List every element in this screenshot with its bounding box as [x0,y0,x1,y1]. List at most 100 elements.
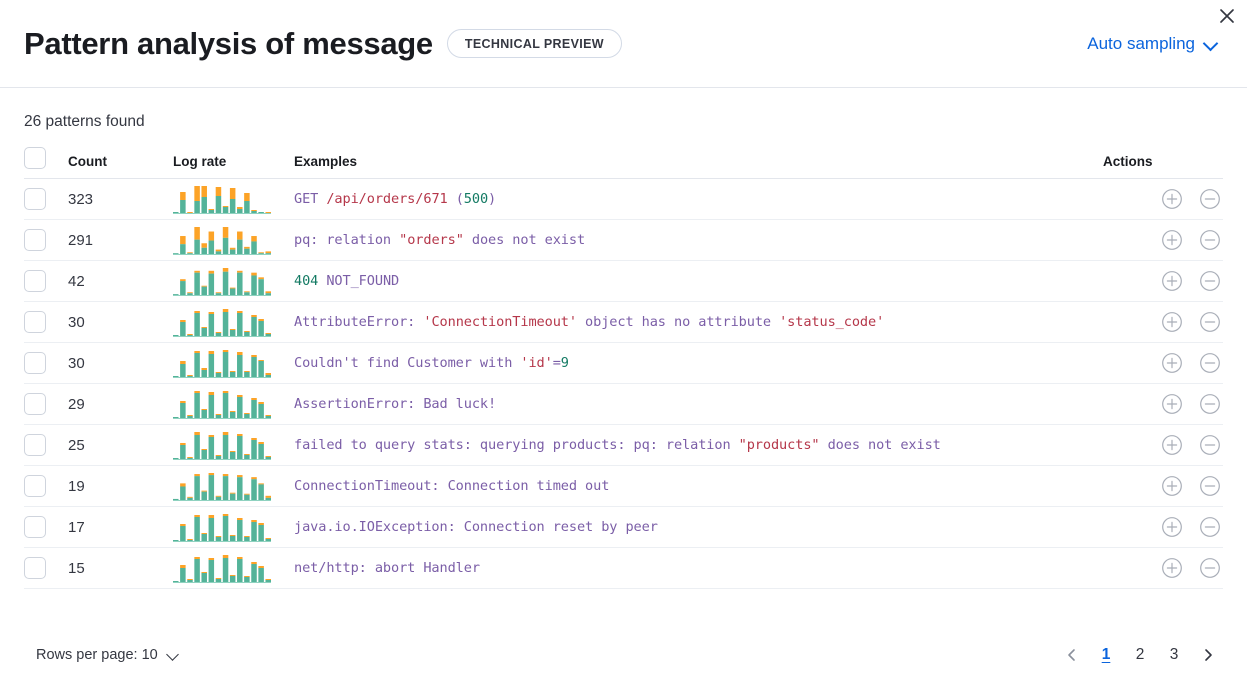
row-actions-cell [1103,465,1223,507]
example-token-string: "orders" [399,232,464,248]
example-token-text: ( [447,191,464,207]
minus-circle-icon[interactable] [1197,268,1223,294]
row-checkbox[interactable] [24,270,46,292]
plus-circle-icon[interactable] [1159,514,1185,540]
row-log-rate-cell [173,342,294,384]
minus-circle-icon[interactable] [1197,309,1223,335]
column-header-examples[interactable]: Examples [294,147,1103,179]
table-row[interactable]: 42 404 NOT_FOUND [24,260,1223,302]
minus-circle-icon[interactable] [1197,350,1223,376]
example-token-string: /api/orders/671 [326,191,448,207]
minus-circle-icon[interactable] [1197,514,1223,540]
plus-circle-icon[interactable] [1159,186,1185,212]
page-number-2[interactable]: 2 [1135,646,1145,663]
close-icon[interactable] [1213,2,1241,30]
pagination: 1 2 3 [1057,640,1223,670]
row-checkbox[interactable] [24,311,46,333]
select-all-header [24,147,68,179]
minus-circle-icon[interactable] [1197,555,1223,581]
sparkline-baseline [173,294,271,296]
example-token-text: AssertionError: Bad luck! [294,396,497,412]
table-row[interactable]: 19 ConnectionTimeout: Connection timed ou… [24,465,1223,507]
log-rate-sparkline [173,389,294,419]
chevron-left-icon[interactable] [1057,640,1087,670]
plus-circle-icon[interactable] [1159,350,1185,376]
plus-circle-icon[interactable] [1159,391,1185,417]
log-rate-sparkline [173,471,294,501]
rows-per-page-selector[interactable]: Rows per page: 10 [36,647,180,663]
row-count-cell: 15 [68,547,173,589]
sparkline-baseline [173,417,271,419]
row-actions-cell [1103,547,1223,589]
row-count-value: 30 [68,355,85,372]
chevron-down-icon [1204,36,1219,51]
plus-circle-icon[interactable] [1159,555,1185,581]
patterns-found-count: 26 patterns found [24,113,145,130]
column-header-log-rate[interactable]: Log rate [173,147,294,179]
row-log-rate-cell [173,301,294,343]
row-checkbox[interactable] [24,516,46,538]
page-number-3[interactable]: 3 [1169,646,1179,663]
minus-circle-icon[interactable] [1197,432,1223,458]
chevron-right-icon[interactable] [1193,640,1223,670]
example-token-text: NOT_FOUND [318,273,400,289]
row-select-cell [24,465,68,507]
row-count-cell: 25 [68,424,173,466]
column-header-actions: Actions [1103,147,1223,179]
page-number-1[interactable]: 1 [1101,646,1111,663]
row-example-cell: ConnectionTimeout: Connection timed out [294,465,1103,507]
plus-circle-icon[interactable] [1159,268,1185,294]
table-header-row: Count Log rate Examples Actions [24,147,1223,179]
page-number-list: 1 2 3 [1091,640,1189,670]
row-checkbox[interactable] [24,557,46,579]
row-count-value: 291 [68,232,94,249]
row-checkbox[interactable] [24,352,46,374]
row-checkbox[interactable] [24,393,46,415]
plus-circle-icon[interactable] [1159,473,1185,499]
example-token-text: does not exist [463,232,586,248]
row-checkbox[interactable] [24,434,46,456]
example-token-number: 404 [294,273,319,289]
example-token-text: pq: relation [294,232,400,248]
minus-circle-icon[interactable] [1197,227,1223,253]
minus-circle-icon[interactable] [1197,473,1223,499]
row-actions-cell [1103,301,1223,343]
title-group: Pattern analysis of message TECHNICAL PR… [24,26,622,62]
row-example-cell: GET /api/orders/671 (500) [294,178,1103,220]
sparkline-baseline [173,540,271,542]
panel-body: 26 patterns found Count Log rate Example… [0,88,1247,589]
log-rate-sparkline [173,184,294,214]
minus-circle-icon[interactable] [1197,186,1223,212]
plus-circle-icon[interactable] [1159,227,1185,253]
row-checkbox[interactable] [24,229,46,251]
row-example-cell: 404 NOT_FOUND [294,260,1103,302]
auto-sampling-dropdown[interactable]: Auto sampling [1087,34,1223,54]
row-actions-cell [1103,342,1223,384]
row-checkbox[interactable] [24,188,46,210]
row-count-cell: 17 [68,506,173,548]
column-header-count[interactable]: Count [68,147,173,179]
row-count-value: 17 [68,519,85,536]
minus-circle-icon[interactable] [1197,391,1223,417]
example-token-text: AttributeError: [294,314,424,330]
plus-circle-icon[interactable] [1159,432,1185,458]
row-count-cell: 19 [68,465,173,507]
sparkline-baseline [173,499,271,501]
row-count-value: 42 [68,273,85,290]
log-rate-sparkline [173,430,294,460]
table-row[interactable]: 291 pq: relation "orders" does not exist [24,219,1223,261]
plus-circle-icon[interactable] [1159,309,1185,335]
example-token-string: 'status_code' [779,314,885,330]
row-checkbox[interactable] [24,475,46,497]
select-all-checkbox[interactable] [24,147,46,169]
